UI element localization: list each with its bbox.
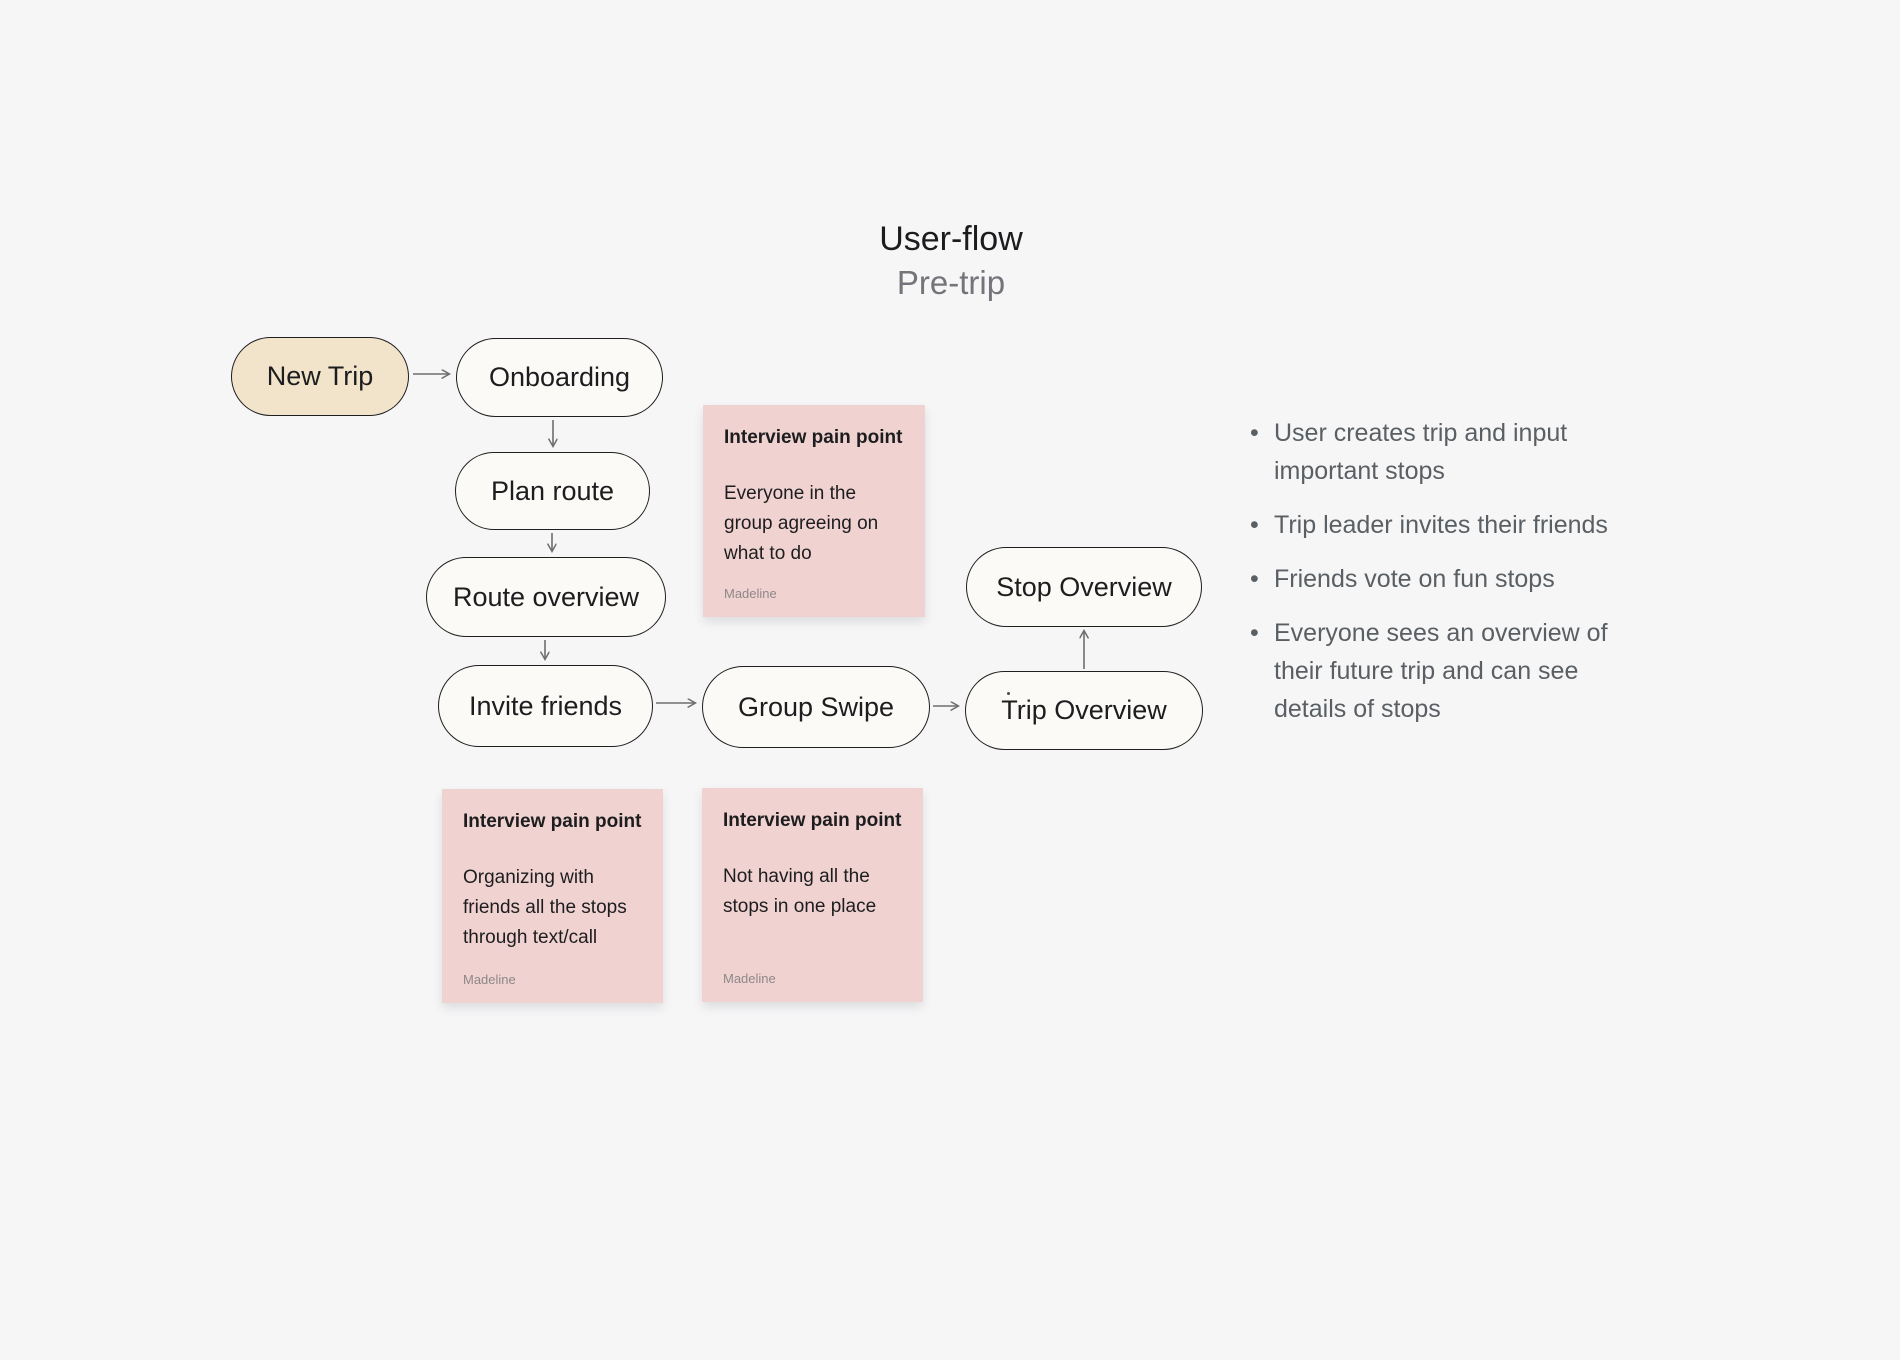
flow-node-label: Route overview: [452, 581, 640, 612]
flow-node-stop-overview[interactable]: Stop Overview: [966, 547, 1202, 627]
sticky-note-stops-one-place[interactable]: Interview pain point Not having all the …: [702, 788, 923, 1002]
flow-node-label: Stop Overview: [996, 571, 1172, 602]
note-text: User creates trip and input important st…: [1274, 419, 1568, 485]
sticky-body: Everyone in the group agreeing on what t…: [724, 483, 879, 564]
note-item: • Friends vote on fun stops: [1250, 560, 1650, 598]
note-item: • Everyone sees an overview of their fut…: [1250, 614, 1650, 728]
bullet-icon: •: [1250, 511, 1259, 539]
notes-list[interactable]: • User creates trip and input important …: [1250, 414, 1650, 744]
bullet-icon: •: [1250, 619, 1259, 647]
sticky-author: Madeline: [463, 972, 516, 987]
flow-node-label: Onboarding: [488, 362, 631, 392]
flow-node-label: New Trip: [266, 361, 374, 391]
flow-node-label: Invite friends: [468, 690, 623, 721]
stray-dot: [1007, 692, 1010, 695]
flow-node-trip-overview[interactable]: Trip Overview: [965, 671, 1203, 750]
page-subtitle: Pre-trip: [896, 264, 1006, 302]
flow-node-group-swipe[interactable]: Group Swipe: [702, 666, 930, 748]
flow-node-label: Plan route: [490, 475, 615, 506]
flow-node-label: Trip Overview: [1001, 695, 1167, 725]
note-text: Everyone sees an overview of their futur…: [1274, 619, 1608, 723]
note-text: Friends vote on fun stops: [1274, 565, 1555, 593]
note-item: • User creates trip and input important …: [1250, 414, 1650, 490]
page-title: User-flow: [879, 220, 1023, 258]
flow-node-new-trip[interactable]: New Trip: [231, 337, 409, 416]
flow-node-label: Group Swipe: [737, 691, 895, 722]
sticky-body: Not having all the stops in one place: [723, 866, 877, 917]
sticky-author: Madeline: [723, 971, 776, 986]
sticky-note-organizing-stops[interactable]: Interview pain point Organizing with fri…: [442, 789, 663, 1003]
sticky-note-group-agreeing[interactable]: Interview pain point Everyone in the gro…: [703, 405, 925, 617]
flow-node-plan-route[interactable]: Plan route: [455, 452, 650, 530]
note-item: • Trip leader invites their friends: [1250, 506, 1650, 544]
sticky-body: Organizing with friends all the stops th…: [463, 867, 627, 948]
sticky-title: Interview pain point: [463, 811, 642, 832]
flow-node-route-overview[interactable]: Route overview: [426, 557, 666, 637]
flow-node-onboarding[interactable]: Onboarding: [456, 338, 663, 417]
sticky-title: Interview pain point: [724, 427, 903, 448]
sticky-author: Madeline: [724, 586, 777, 601]
flow-node-invite-friends[interactable]: Invite friends: [438, 665, 653, 747]
bullet-icon: •: [1250, 419, 1259, 447]
bullet-icon: •: [1250, 565, 1259, 593]
sticky-title: Interview pain point: [723, 810, 902, 831]
note-text: Trip leader invites their friends: [1274, 511, 1608, 539]
title-block[interactable]: User-flow Pre-trip: [751, 220, 1151, 302]
